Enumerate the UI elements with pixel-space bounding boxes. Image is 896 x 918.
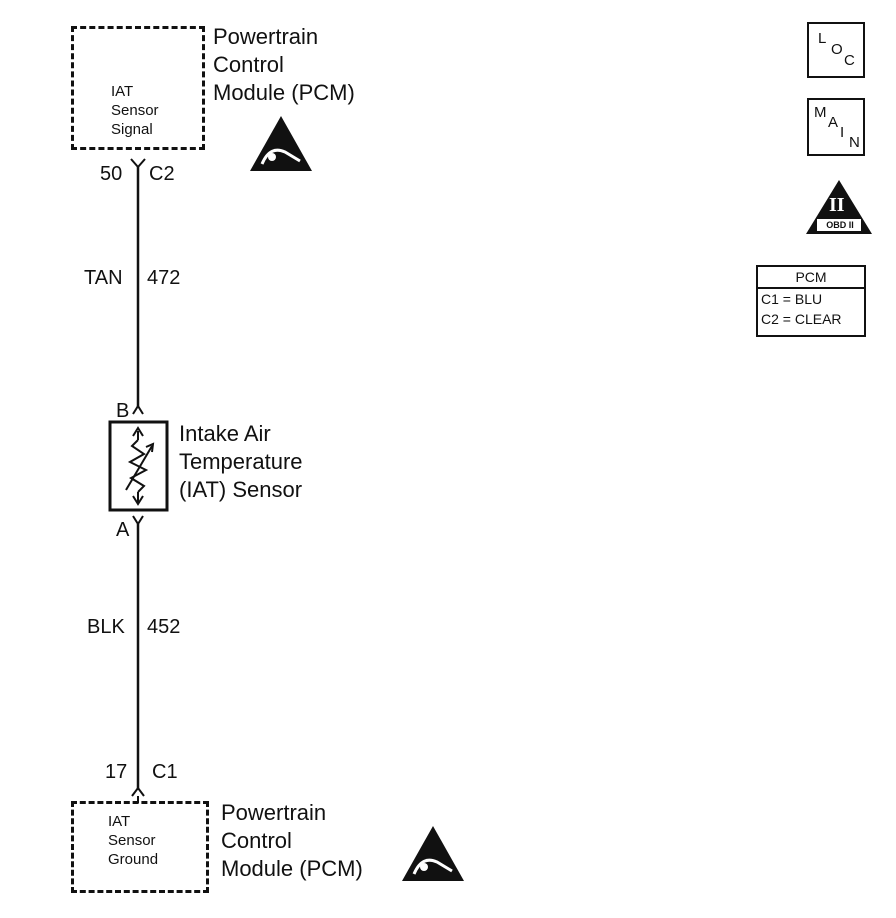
top-label-line-2: Control [213,52,284,77]
pcm-table-row-c1: C1 = BLU [761,291,823,307]
bottom-connector-symbol [131,786,145,797]
wire-bottom-color: BLK [87,616,125,638]
bottom-box-line-2: Sensor [108,832,156,849]
main-icon[interactable]: M A I N [807,98,865,156]
top-module-box-text: IAT Sensor Signal [111,82,191,139]
sensor-pin-b-symbol [132,404,144,415]
bottom-module-box-text: IAT Sensor Ground [108,812,188,869]
bottom-module-label: Powertrain Control Module (PCM) [221,799,363,883]
esd-warning-icon-top [250,116,312,171]
sensor-pin-b: B [116,400,130,422]
obd-ii-numeral: II [829,194,845,216]
sensor-label: Intake Air Temperature (IAT) Sensor [179,420,303,504]
wire-top-circuit: 472 [147,267,181,289]
top-box-line-2: Sensor [111,102,159,119]
sensor-pin-a-symbol [132,515,144,526]
top-box-line-1: IAT [111,83,134,100]
thermistor-symbol [127,439,149,493]
bottom-connector-id: C1 [152,761,178,783]
top-label-line-3: Module (PCM) [213,80,355,105]
pcm-connector-table: PCM C1 = BLU C2 = CLEAR [756,265,866,337]
sensor-pin-a: A [116,519,130,541]
obd-ii-icon [806,180,872,234]
sensor-body [108,420,169,512]
top-pin-number: 50 [100,163,123,185]
bottom-label-line-1: Powertrain [221,800,327,825]
loc-icon[interactable]: L O C [807,22,865,78]
top-label-line-1: Powertrain [213,24,319,49]
sensor-label-line-2: Temperature [179,449,303,474]
top-module-label: Powertrain Control Module (PCM) [213,23,355,107]
top-connector-symbol [130,158,146,169]
bottom-label-line-3: Module (PCM) [221,856,363,881]
esd-warning-icon-bottom [402,826,464,881]
top-box-line-3: Signal [111,121,153,138]
obd-ii-caption: OBD II [826,220,854,230]
bottom-box-line-1: IAT [108,813,131,830]
sensor-label-line-3: (IAT) Sensor [179,477,303,502]
sensor-label-line-1: Intake Air [179,421,271,446]
wire-bottom-circuit: 452 [147,616,181,638]
bottom-pin-number: 17 [105,761,128,783]
bottom-module-box [71,801,209,893]
bottom-box-line-3: Ground [108,851,159,868]
wire-top-color: TAN [84,267,123,289]
top-connector-id: C2 [149,163,175,185]
top-module-box [71,26,205,150]
pcm-table-row-c2: C2 = CLEAR [761,311,842,327]
pcm-table-header: PCM [758,267,864,289]
bottom-label-line-2: Control [221,828,292,853]
